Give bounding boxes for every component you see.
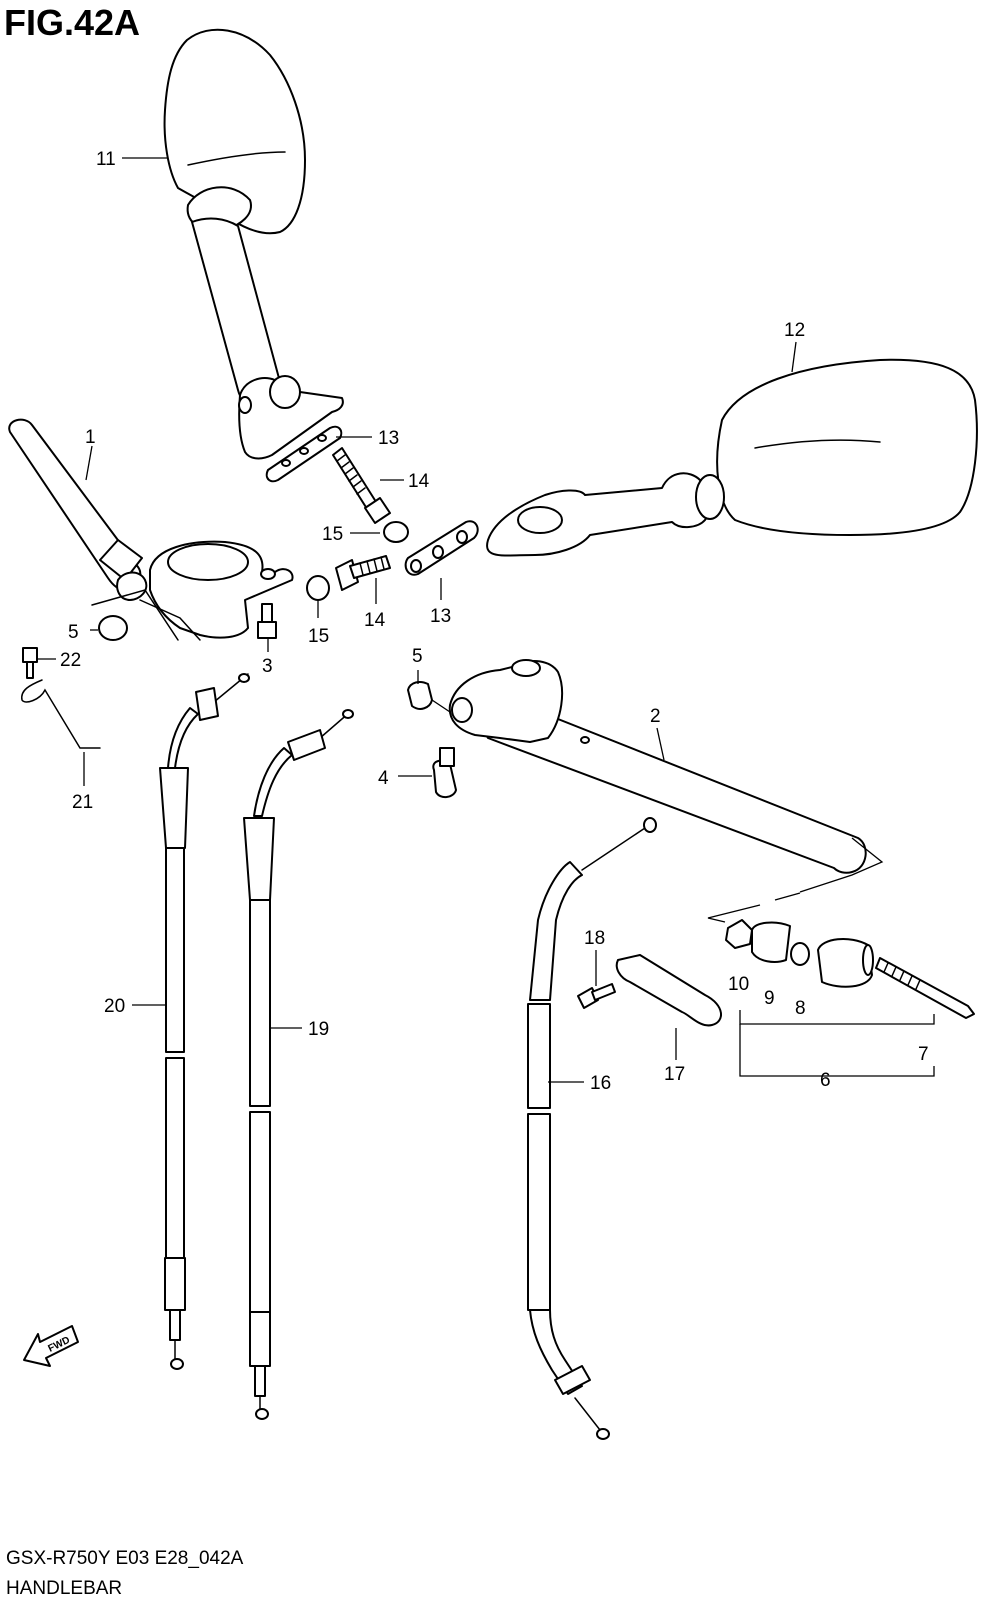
mirror-bolt-upper xyxy=(332,447,391,524)
bar-end-weight-assembly xyxy=(725,919,975,1077)
left-mirror xyxy=(163,28,344,460)
handlebar-cap-right xyxy=(407,681,433,710)
callout-14-lower: 14 xyxy=(364,610,386,631)
handlebar-bolt xyxy=(432,747,457,798)
washer-lower xyxy=(306,575,330,601)
left-handlebar xyxy=(8,418,294,641)
callout-8: 8 xyxy=(795,998,806,1019)
section-name: HANDLEBAR xyxy=(6,1578,123,1599)
callout-14-upper: 14 xyxy=(408,471,430,492)
callout-15-lower: 15 xyxy=(308,626,329,647)
cable-bracket xyxy=(615,954,722,1027)
callout-1: 1 xyxy=(85,427,96,448)
callout-9: 9 xyxy=(764,988,775,1009)
callout-11: 11 xyxy=(96,149,116,170)
callout-4: 4 xyxy=(378,768,389,789)
callout-13-upper: 13 xyxy=(378,428,399,449)
callout-5-left: 5 xyxy=(68,622,79,643)
callout-3: 3 xyxy=(262,656,273,677)
right-handlebar xyxy=(448,659,884,923)
callout-12: 12 xyxy=(784,320,805,341)
mirror-plate-lower xyxy=(404,520,479,576)
callouts: 11 12 1 13 14 15 15 14 13 3 5 22 21 5 2 … xyxy=(60,149,929,1094)
callout-22: 22 xyxy=(60,650,81,671)
callout-7: 7 xyxy=(918,1044,929,1065)
callout-16: 16 xyxy=(590,1073,611,1094)
mirror-bolt-lower xyxy=(335,555,391,591)
model-code: GSX-R750Y E03 E28_042A xyxy=(6,1548,244,1569)
right-mirror xyxy=(486,358,978,557)
callout-15-upper: 15 xyxy=(322,524,343,545)
callout-18: 18 xyxy=(584,928,605,949)
callout-5-right: 5 xyxy=(412,646,423,667)
callout-13-lower: 13 xyxy=(430,606,451,627)
clamp-bolt xyxy=(257,603,277,639)
bracket-bolt xyxy=(22,647,38,679)
callout-10: 10 xyxy=(728,974,749,995)
clutch-cable-16 xyxy=(527,817,657,1440)
callout-20: 20 xyxy=(104,996,125,1017)
callout-19: 19 xyxy=(308,1019,329,1040)
bracket-bolt-right xyxy=(577,983,616,1009)
callout-2: 2 xyxy=(650,706,661,727)
washer-upper xyxy=(383,521,409,543)
callout-21: 21 xyxy=(72,792,93,813)
callout-17: 17 xyxy=(664,1064,685,1085)
fwd-direction-arrow: FWD xyxy=(23,1325,79,1367)
handlebar-cap-left xyxy=(98,615,128,641)
figure-title: FIG.42A xyxy=(4,2,141,43)
callout-6: 6 xyxy=(820,1070,831,1091)
mirror-plate-upper xyxy=(265,425,343,483)
leader-lines xyxy=(38,157,797,1083)
throttle-cable-19 xyxy=(243,709,354,1420)
throttle-cable-20 xyxy=(159,673,250,1370)
cable-clip xyxy=(21,679,101,749)
